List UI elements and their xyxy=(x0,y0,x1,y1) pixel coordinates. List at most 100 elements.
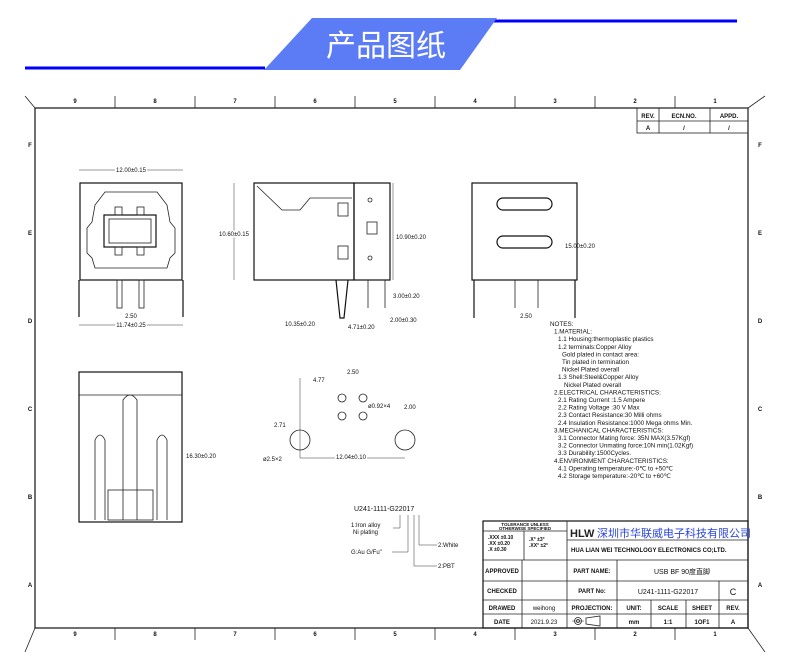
column-label: 5 xyxy=(393,99,397,105)
appd-value: / xyxy=(728,126,730,132)
dim-pcb-offset-y: 2.71 xyxy=(274,423,286,429)
column-label: 1 xyxy=(713,99,717,105)
page-title: 产品图纸 xyxy=(326,30,446,63)
column-label: 9 xyxy=(73,632,77,638)
dim-side-pin-len: 3.00±0.20 xyxy=(393,294,420,300)
drawed-label: DRAWED xyxy=(489,606,516,612)
row-label: E xyxy=(758,231,762,237)
projection-symbol-icon xyxy=(572,615,601,627)
dim-front-bottom-width: 11.74±0.25 xyxy=(116,323,146,329)
date-value: 2021.9.23 xyxy=(531,620,558,626)
ecn-value: / xyxy=(683,126,685,132)
column-label: 6 xyxy=(313,99,317,105)
tolerance-x: .X ±0.30 xyxy=(488,547,507,553)
banner-shape xyxy=(264,18,497,70)
callout-white: 2:White xyxy=(438,543,459,549)
title-block: TOLERANCE UNLESS OTHERWISE SPECIFIED .XX… xyxy=(482,520,751,629)
part-rev: C xyxy=(730,587,737,597)
callout-iron-alloy: 1:Iron alloy xyxy=(351,523,380,529)
tolerance-header-1: TOLERANCE UNLESS xyxy=(501,522,548,527)
company-name-cn: 深圳市华联威电子科技有限公司 xyxy=(597,526,751,540)
notes: NOTES:1.MATERIAL:1.1 Housing:thermoplast… xyxy=(550,321,693,480)
tolerance-xx: .XX ±0.20 xyxy=(488,541,510,547)
dim-side-pin-pos: 4.71±0.20 xyxy=(348,325,375,331)
dim-pcb-offset-x: 4.77 xyxy=(313,378,325,384)
date-label: DATE xyxy=(494,620,510,626)
unit-label: UNIT: xyxy=(626,606,641,612)
note-line: Gold plated in contact area: xyxy=(562,351,639,358)
column-label: 3 xyxy=(553,99,557,105)
dim-side-length: 10.35±0.20 xyxy=(285,322,316,328)
banner: 产品图纸 xyxy=(25,18,737,70)
note-line: 4.ENVIRONMENT CHARACTERISTICS: xyxy=(554,458,669,465)
rear-view: 15.00±0.20 2.50 xyxy=(471,182,596,320)
note-line: 3.2 Connector Unmating force:10N min(1.0… xyxy=(558,443,693,450)
approved-label: APPROVED xyxy=(485,569,519,575)
column-label: 5 xyxy=(393,632,397,638)
row-label: A xyxy=(28,583,33,589)
dim-pcb-big-hole: ø2.5×2 xyxy=(263,457,283,463)
dim-pcb-span: 12.04±0.10 xyxy=(336,455,367,461)
sheet-label: SHEET xyxy=(692,606,712,612)
dim-bottom-height: 16.30±0.20 xyxy=(186,454,217,460)
note-line: 3.1 Connector Mating force: 35N MAX(3.57… xyxy=(558,435,690,442)
dim-front-width: 12.00±0.15 xyxy=(116,168,147,174)
dim-front-pin-pitch: 2.50 xyxy=(125,314,137,320)
column-label: 2 xyxy=(633,632,637,638)
appd-header: APPD. xyxy=(720,114,739,120)
scale-label: SCALE xyxy=(658,606,678,612)
note-line: 2.2 Rating Voltage :30 V Max xyxy=(558,405,640,412)
dim-rear-pin-pitch: 2.50 xyxy=(520,314,532,320)
note-line: Nickel Plated overall xyxy=(562,367,619,374)
note-line: 2.4 Insulation Resistance:1000 Mega ohms… xyxy=(558,420,693,427)
part-no-value: U241-1111-G22017 xyxy=(638,589,698,596)
column-label: 3 xyxy=(553,632,557,638)
callout-au: G:Au G/Fu" xyxy=(351,550,382,556)
row-label: A xyxy=(758,583,763,589)
drawed-value: weihong xyxy=(532,606,555,612)
row-label: C xyxy=(758,407,763,413)
part-name-label: PART NAME: xyxy=(573,569,610,575)
note-line: 2.3 Contact Resistance:30 Milli ohms xyxy=(558,412,662,419)
row-label: E xyxy=(28,231,32,237)
row-label: D xyxy=(758,319,763,325)
rev-value: A xyxy=(731,620,736,626)
column-label: 7 xyxy=(233,632,237,638)
checked-label: CHECKED xyxy=(487,589,517,595)
sheet-value: 1OF1 xyxy=(694,620,710,626)
note-line: 3.3 Durability:1500Cycles. xyxy=(558,450,631,457)
dim-side-height-right: 10.90±0.20 xyxy=(396,235,427,241)
note-line: Tin plated in termination xyxy=(562,359,629,366)
column-label: 4 xyxy=(473,632,477,638)
note-line: 4.2 Storage temperature:-20℃ to +60℃ xyxy=(558,473,671,480)
note-line: 4.1 Operating temperature:-0℃ to +50℃ xyxy=(558,465,673,472)
row-label: B xyxy=(758,495,763,501)
dim-pcb-pitch: 2.50 xyxy=(347,370,359,376)
projection-label: PROJECTION: xyxy=(571,606,612,612)
tolerance-header-2: OTHERWISE SPECIFIED xyxy=(499,526,552,531)
row-label: F xyxy=(28,143,32,149)
column-label: 4 xyxy=(473,99,477,105)
callout-ni-plating: Ni plating xyxy=(353,530,378,536)
company-logo: HLW xyxy=(570,528,595,540)
dim-pcb-hole: ø0.92×4 xyxy=(368,404,391,410)
callout-pbt: 2:PBT xyxy=(438,564,455,570)
note-line: 1.MATERIAL: xyxy=(554,329,592,336)
tolerance-angle-1: .X° ±3° xyxy=(529,537,545,543)
row-label: B xyxy=(28,495,33,501)
dim-rear-height: 15.00±0.20 xyxy=(565,244,596,250)
row-label: D xyxy=(28,319,33,325)
row-label: F xyxy=(758,143,762,149)
dim-side-pin-offset: 2.00±0.30 xyxy=(390,318,417,324)
pcb-layout: 4.77 2.50 ø0.92×4 2.00 2.71 ø2.5×2 12.04… xyxy=(263,370,416,463)
bottom-view: 16.30±0.20 xyxy=(78,371,217,523)
part-code: U241-1111-G22017 xyxy=(354,506,414,513)
tolerance-angle-2: .XX° ±2° xyxy=(529,543,548,549)
column-label: 8 xyxy=(153,632,157,638)
note-line: 1.1 Housing:thermoplastic plastics xyxy=(558,336,654,343)
unit-value: mm xyxy=(629,620,640,626)
front-view: 12.00±0.15 2.50 11.74±0.25 xyxy=(78,167,184,331)
note-line: 1.2 terminals:Copper Alloy xyxy=(558,344,632,351)
